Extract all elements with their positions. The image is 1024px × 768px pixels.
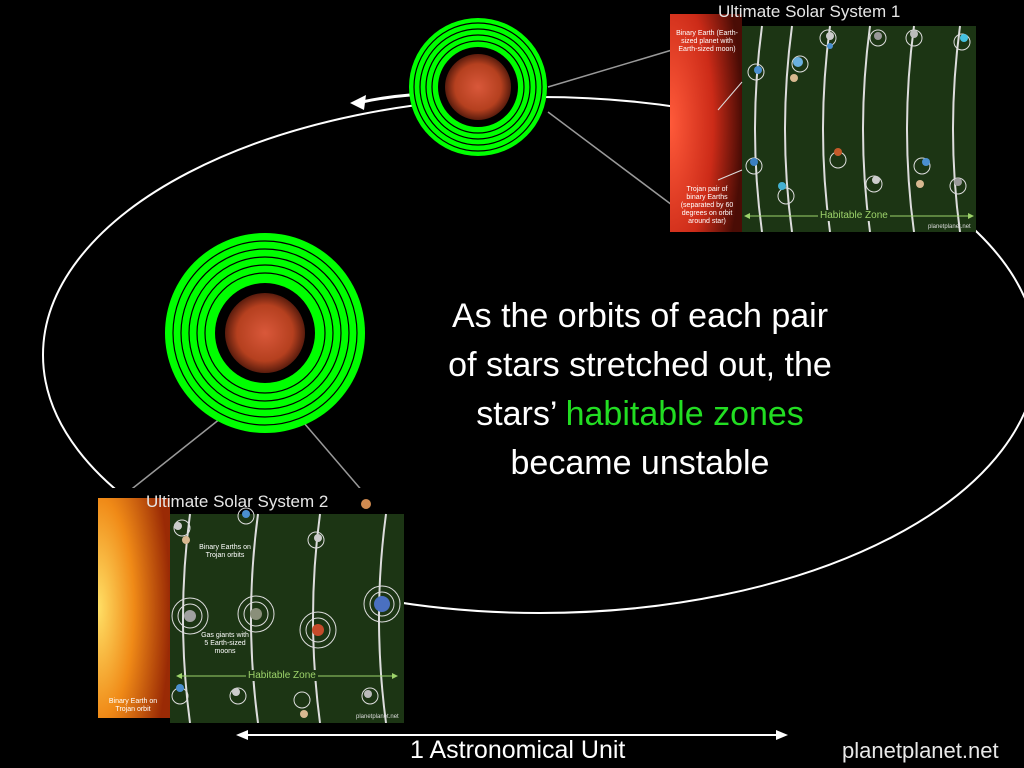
slide-caption: As the orbits of each pair of stars stre… [400,292,880,488]
ultimate-solar-system-1-panel: Ultimate Solar System 1 Binary Earth (Ea… [670,0,976,232]
scale-bar-label: 1 Astronomical Unit [410,736,625,765]
panel2-artwork [98,488,404,723]
caption-line-2: of stars stretched out, the [400,341,880,390]
red-star-1 [445,54,511,120]
highlight-habitable-zones: habitable zones [566,395,804,433]
habitable-zone-rings-1 [409,18,547,156]
orbit-direction-arrow [362,95,410,102]
panel1-zone-label: Habitable Zone [818,210,890,221]
panel2-title: Ultimate Solar System 2 [146,492,328,512]
caption-line-3: stars’ habitable zones [400,390,880,439]
caption-line-1: As the orbits of each pair [400,292,880,341]
panel2-credit: planetplanet.net [356,714,399,720]
panel1-credit: planetplanet.net [928,224,971,230]
panel1-title: Ultimate Solar System 1 [718,2,900,22]
panel2-zone-label: Habitable Zone [246,670,318,681]
arrow-head [350,95,366,110]
caption-line-4: became unstable [400,439,880,488]
site-credit: planetplanet.net [842,738,999,764]
red-star-2 [225,293,305,373]
habitable-zone-rings-2 [165,233,365,433]
ultimate-solar-system-2-panel: Ultimate Solar System 2 Binary Earths on… [98,488,404,723]
